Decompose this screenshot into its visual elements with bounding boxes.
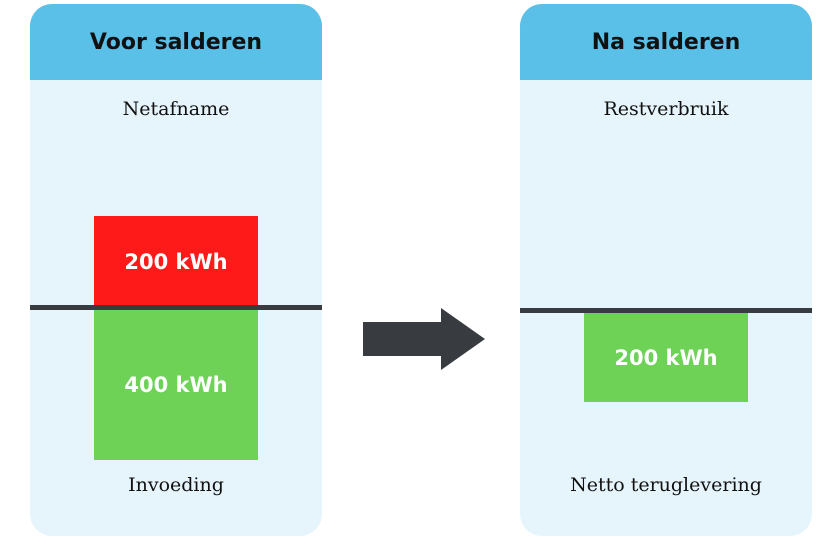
before-baseline — [30, 305, 322, 310]
right-arrow-icon — [363, 308, 485, 370]
net-block-value: 200 kWh — [614, 345, 718, 370]
net-feedin-block: 200 kWh — [584, 313, 748, 402]
after-bottom-label: Netto teruglevering — [570, 474, 762, 496]
after-baseline — [520, 308, 812, 313]
green-block-value: 400 kWh — [124, 373, 228, 397]
red-consumption-block: 200 kWh — [94, 216, 258, 308]
after-top-label: Restverbruik — [603, 98, 729, 120]
green-feedin-block: 400 kWh — [94, 310, 258, 460]
before-title: Voor salderen — [30, 4, 322, 80]
after-panel: Na salderen Restverbruik 200 kWh Netto t… — [520, 4, 812, 536]
red-block-value: 200 kWh — [124, 250, 228, 274]
before-panel: Voor salderen Netafname 200 kWh 400 kWh … — [30, 4, 322, 536]
after-title: Na salderen — [520, 4, 812, 80]
before-top-label: Netafname — [122, 98, 230, 120]
before-bottom-label: Invoeding — [128, 474, 224, 496]
